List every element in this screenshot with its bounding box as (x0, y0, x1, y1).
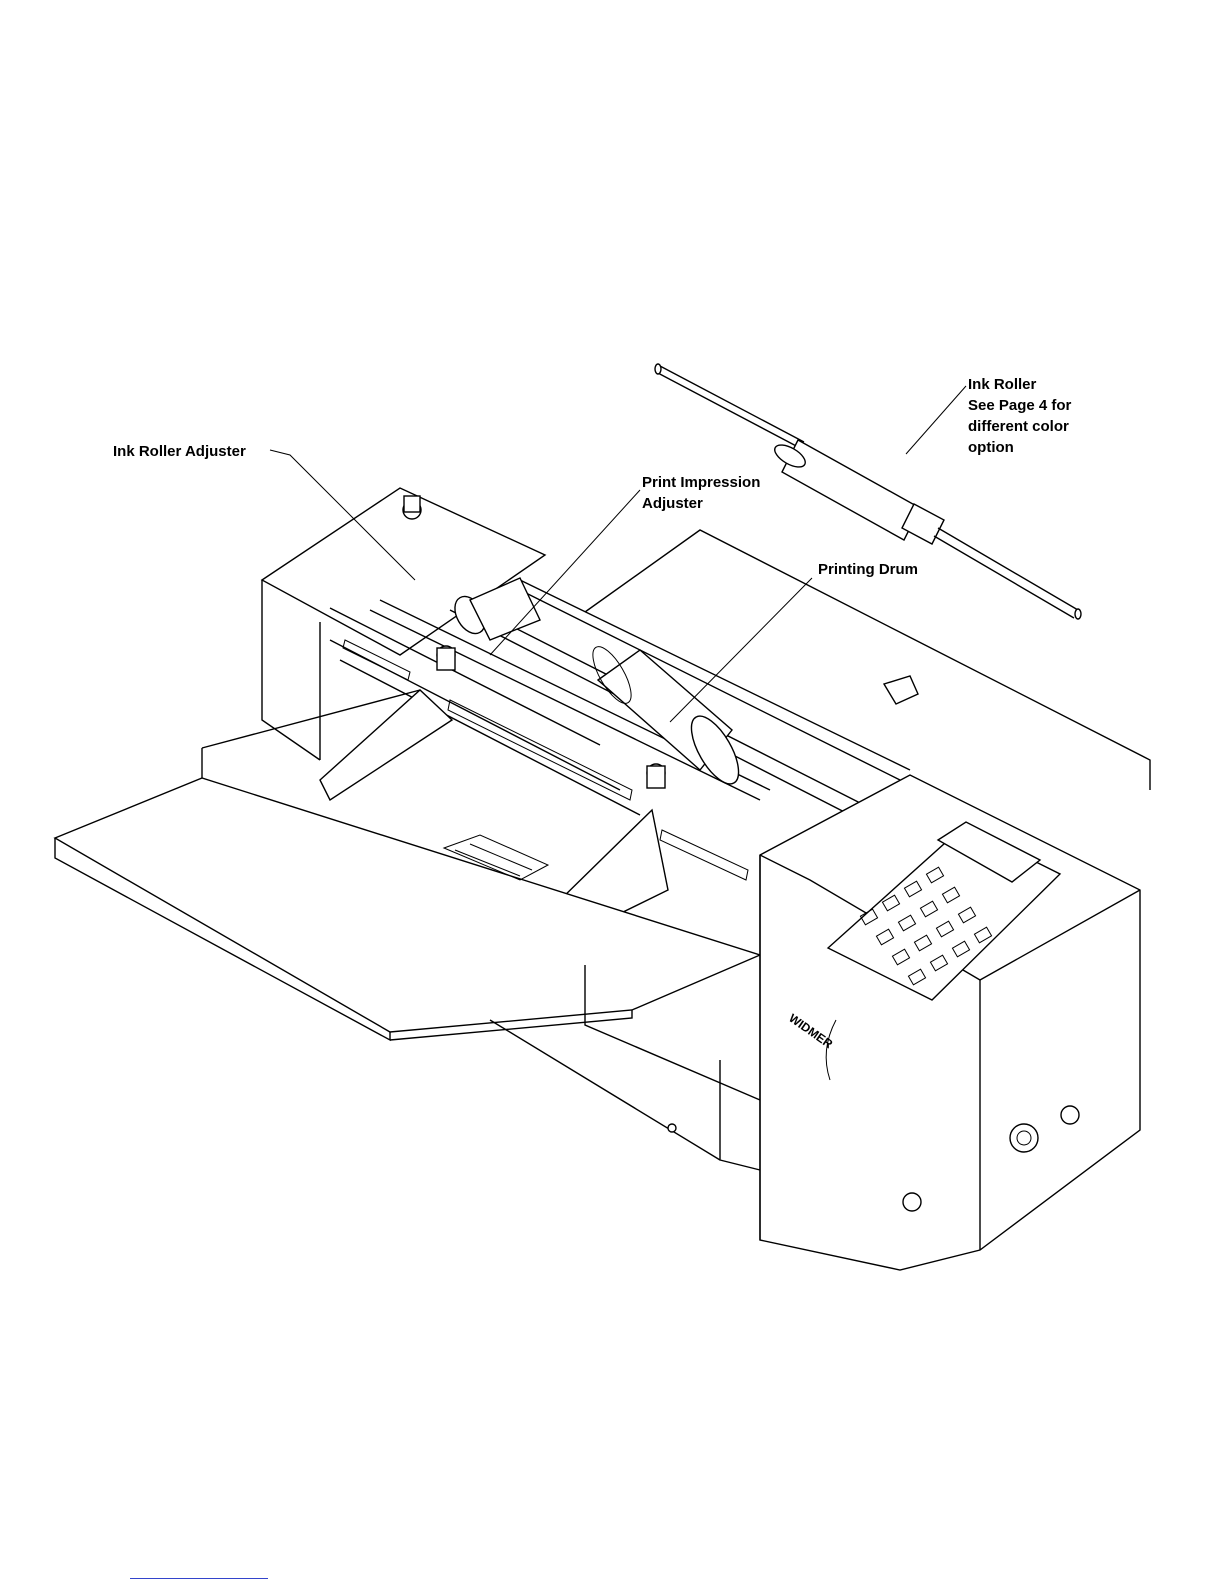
footer-link-underline[interactable] (130, 1578, 268, 1579)
label-ink-roller-4: option (968, 439, 1014, 456)
label-print-impression-2: Adjuster (642, 495, 703, 512)
label-ink-roller-2: See Page 4 for (968, 397, 1072, 414)
label-printing-drum: Printing Drum (818, 561, 918, 578)
label-ink-roller-adjuster: Ink Roller Adjuster (113, 443, 246, 460)
label-ink-roller-3: different color (968, 418, 1069, 435)
label-ink-roller-1: Ink Roller (968, 376, 1037, 393)
labels: Ink Roller Adjuster Print Impression Adj… (113, 376, 1072, 578)
label-print-impression-1: Print Impression (642, 474, 760, 491)
